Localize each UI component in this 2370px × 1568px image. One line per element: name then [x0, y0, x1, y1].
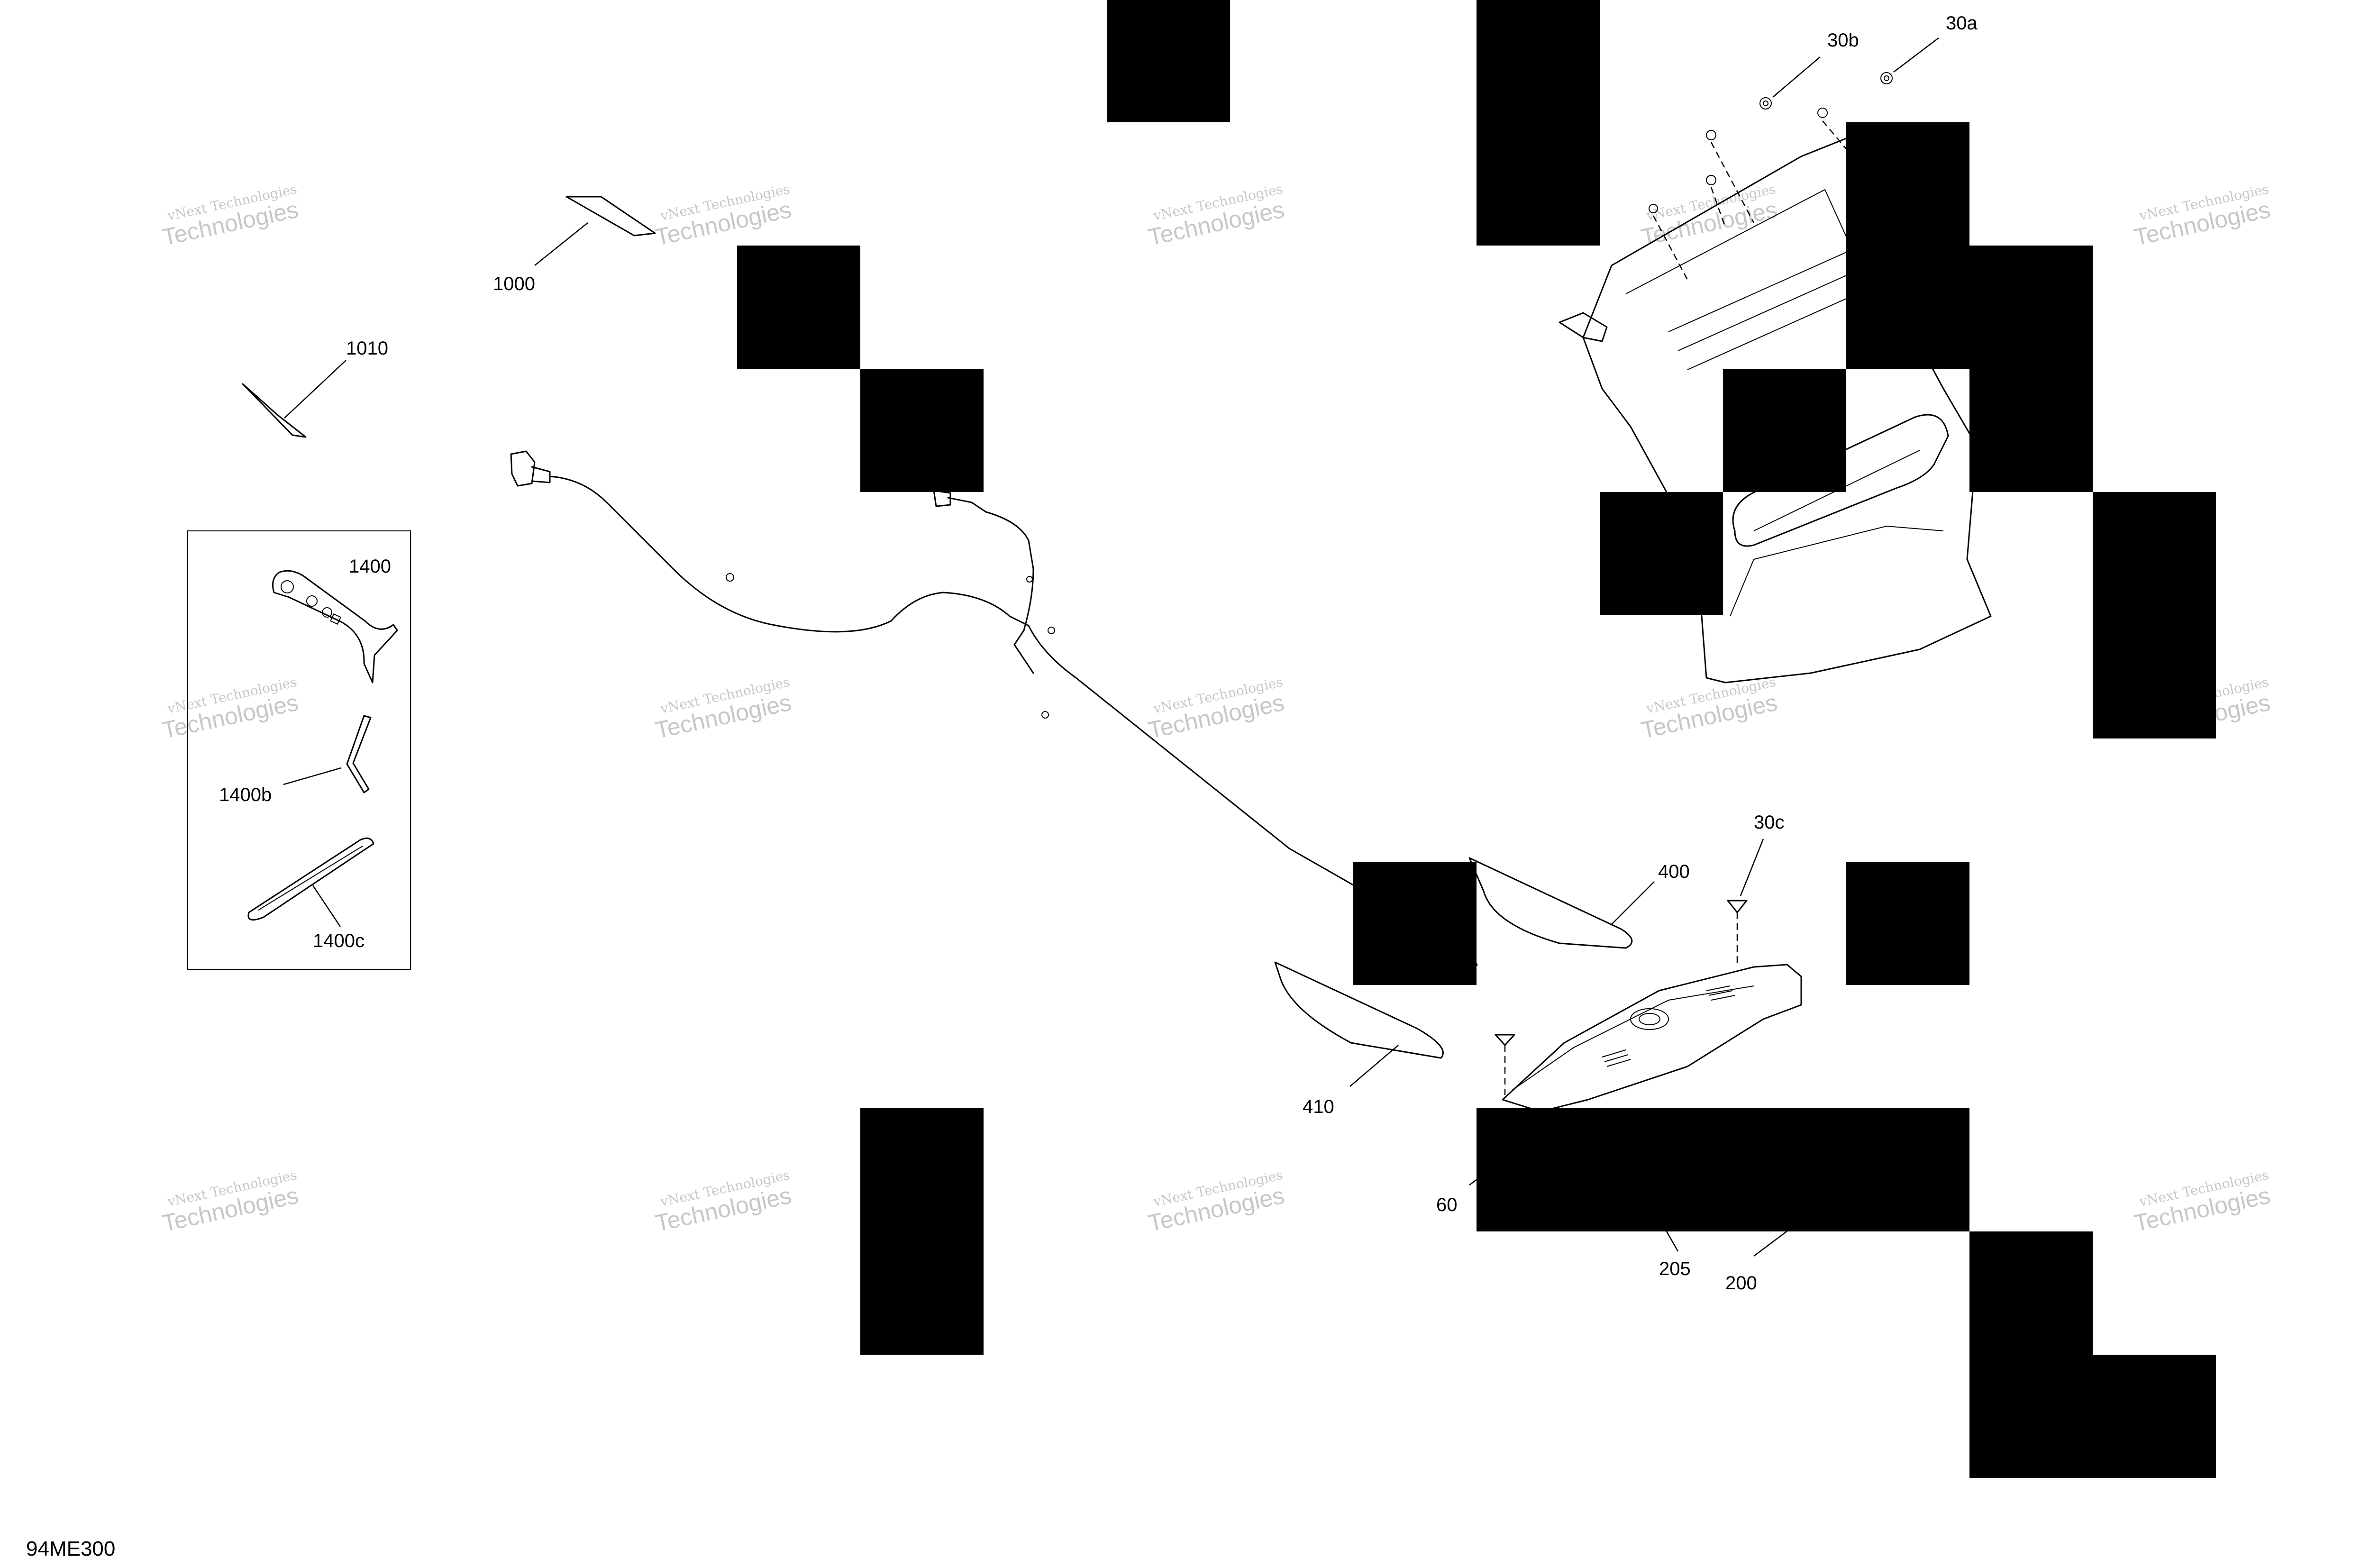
- callout-205: 205: [1659, 1258, 1691, 1279]
- redaction-block: [737, 246, 860, 369]
- callout-1400c: 1400c: [313, 930, 365, 951]
- redaction-block: [1477, 0, 1600, 246]
- redaction-block: [860, 1108, 984, 1355]
- callout-1400: 1400: [349, 556, 391, 577]
- decal-1000: 1000: [493, 196, 656, 294]
- console-housing: [1469, 839, 1802, 1257]
- watermark: vNext Technologies Technologies: [653, 181, 793, 251]
- callout-30a: 30a: [1946, 13, 1978, 34]
- redaction-block: [2093, 1355, 2216, 1478]
- watermark: vNext Technologies Technologies: [2132, 181, 2272, 251]
- watermark: vNext Technologies Technologies: [1146, 1167, 1286, 1237]
- redaction-block: [1107, 0, 1230, 122]
- wiring-harness: [510, 450, 1478, 972]
- callout-400: 400: [1658, 861, 1690, 882]
- callout-1400b: 1400b: [219, 784, 272, 805]
- redaction-block: [1477, 1108, 1969, 1231]
- diagram-reference-code: 94ME300: [26, 1537, 115, 1560]
- watermark: vNext Technologies Technologies: [1639, 674, 1779, 744]
- callout-1010: 1010: [346, 338, 388, 359]
- watermark: vNext Technologies Technologies: [653, 674, 793, 744]
- redaction-block: [860, 369, 984, 492]
- redaction-blocks: [737, 0, 2216, 1478]
- watermark: vNext Technologies Technologies: [1639, 181, 1779, 251]
- callout-30c: 30c: [1754, 812, 1785, 833]
- redaction-block: [1600, 492, 1723, 615]
- redaction-block: [2093, 492, 2216, 738]
- watermark: vNext Technologies Technologies: [1146, 181, 1286, 251]
- callout-200: 200: [1725, 1273, 1757, 1294]
- watermark: vNext Technologies Technologies: [160, 181, 301, 251]
- redaction-block: [1969, 246, 2093, 492]
- callout-1000: 1000: [493, 273, 535, 294]
- watermark: vNext Technologies Technologies: [160, 674, 301, 744]
- watermark: vNext Technologies Technologies: [2132, 1167, 2272, 1237]
- panel-400: 400: [1468, 857, 1690, 949]
- watermark: vNext Technologies Technologies: [1146, 674, 1286, 744]
- watermark: vNext Technologies Technologies: [653, 1167, 793, 1237]
- decal-1010: 1010: [242, 338, 388, 438]
- scraper-1400c: [247, 837, 374, 927]
- redaction-block: [1846, 122, 1969, 369]
- hex-key-1400b: [283, 715, 372, 793]
- redaction-block: [1353, 862, 1477, 985]
- tool-kit-box: 1400 1400b 1400c: [187, 530, 411, 970]
- callout-30b: 30b: [1827, 30, 1859, 51]
- callout-60: 60: [1436, 1194, 1458, 1215]
- callout-410: 410: [1303, 1096, 1334, 1117]
- redaction-block: [1969, 1231, 2093, 1478]
- wrench-1400: [272, 570, 398, 684]
- front-cover-assembly: [1559, 37, 1992, 684]
- panel-410: 410: [1274, 961, 1444, 1117]
- watermark: vNext Technologies Technologies: [160, 1167, 301, 1237]
- redaction-block: [1723, 369, 1846, 492]
- redaction-block: [1846, 862, 1969, 985]
